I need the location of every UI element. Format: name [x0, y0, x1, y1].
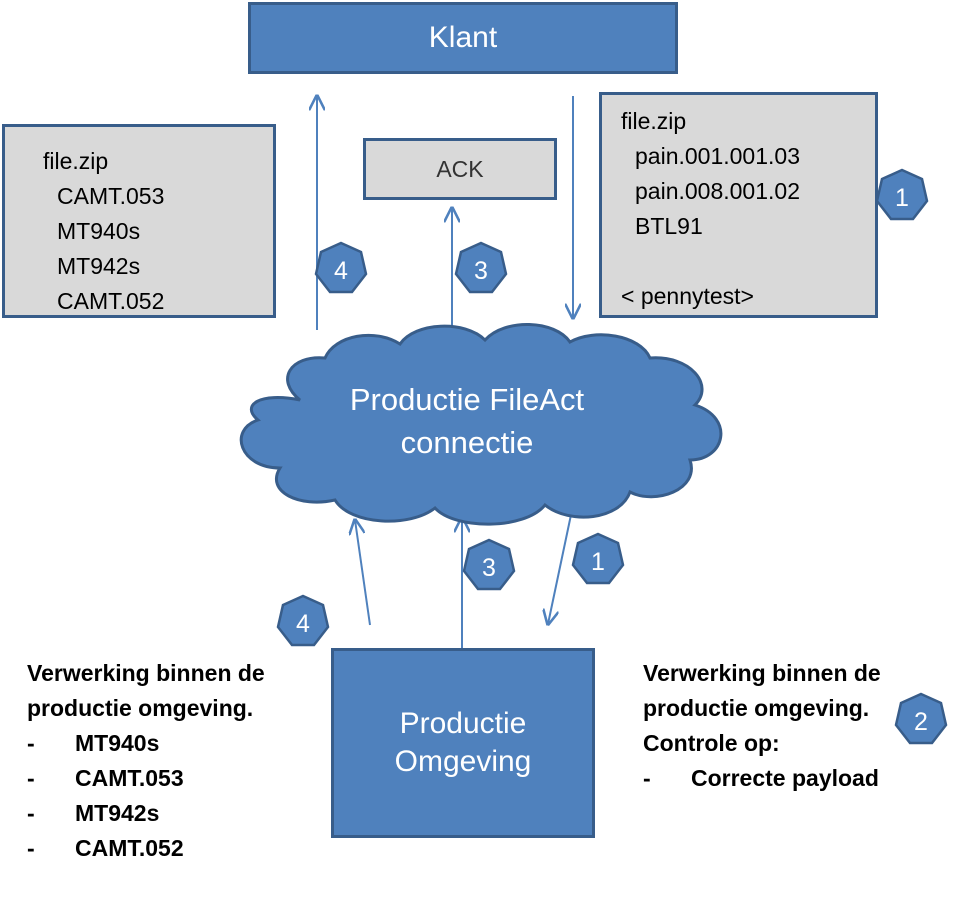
note-left-item: -MT940s — [27, 730, 160, 756]
outgoing-file-name: file.zip — [621, 108, 687, 134]
outgoing-files-box: file.zip pain.001.001.03 pain.008.001.02… — [599, 92, 878, 318]
outgoing-file-spacer — [621, 244, 875, 279]
outgoing-file-item: pain.008.001.02 — [635, 178, 800, 204]
client-label: Klant — [428, 21, 498, 54]
note-left-item: -MT942s — [27, 800, 160, 826]
badge-2: 2 — [894, 692, 948, 745]
badge-3-top: 3 — [454, 241, 508, 294]
outgoing-file-item: BTL91 — [635, 213, 703, 239]
returned-file-item: CAMT.052 — [57, 288, 165, 314]
badge-4-top: 4 — [314, 241, 368, 294]
badge-3-bottom: 3 — [462, 538, 516, 591]
returned-file-item: MT942s — [57, 253, 141, 279]
svg-text:1: 1 — [895, 184, 909, 212]
processing-note-right: Verwerking binnen de productie omgeving.… — [643, 656, 881, 796]
ack-box: ACK — [363, 138, 557, 200]
note-right-heading: productie omgeving. — [643, 695, 870, 721]
arrow-environment-to-cloud-4 — [355, 520, 371, 626]
outgoing-file-note: < pennytest> — [621, 283, 754, 309]
badge-1-bottom: 1 — [571, 532, 625, 585]
outgoing-file-item: pain.001.001.03 — [635, 143, 800, 169]
returned-file-name: file.zip — [43, 148, 109, 174]
svg-text:1: 1 — [591, 548, 605, 576]
returned-file-item: CAMT.053 — [57, 183, 165, 209]
svg-text:3: 3 — [474, 257, 488, 285]
arrow-cloud-to-environment-1 — [548, 509, 573, 624]
client-box: Klant — [248, 2, 678, 74]
note-right-heading: Controle op: — [643, 730, 780, 756]
returned-files-box: file.zip CAMT.053 MT940s MT942s CAMT.052 — [2, 124, 276, 318]
processing-note-left: Verwerking binnen de productie omgeving.… — [27, 656, 265, 866]
production-environment-box: Productie Omgeving — [331, 648, 595, 838]
note-right-item: -Correcte payload — [643, 765, 879, 791]
badge-4-bottom: 4 — [276, 594, 330, 647]
environment-line1: Productie — [399, 707, 527, 740]
environment-line2: Omgeving — [394, 745, 532, 778]
svg-text:2: 2 — [914, 708, 928, 736]
cloud-title-line1: Productie FileAct — [350, 382, 585, 417]
badge-1-top: 1 — [875, 168, 929, 221]
fileact-cloud: Productie FileAct connectie — [239, 323, 723, 526]
ack-label: ACK — [436, 155, 484, 182]
cloud-title-line2: connectie — [401, 425, 534, 460]
note-left-heading: Verwerking binnen de — [27, 660, 265, 686]
note-right-heading: Verwerking binnen de — [643, 660, 881, 686]
note-left-heading: productie omgeving. — [27, 695, 254, 721]
svg-text:4: 4 — [334, 257, 348, 285]
svg-text:3: 3 — [482, 554, 496, 582]
note-left-item: -CAMT.052 — [27, 835, 184, 861]
note-left-item: -CAMT.053 — [27, 765, 184, 791]
returned-file-item: MT940s — [57, 218, 141, 244]
svg-text:4: 4 — [296, 610, 310, 638]
